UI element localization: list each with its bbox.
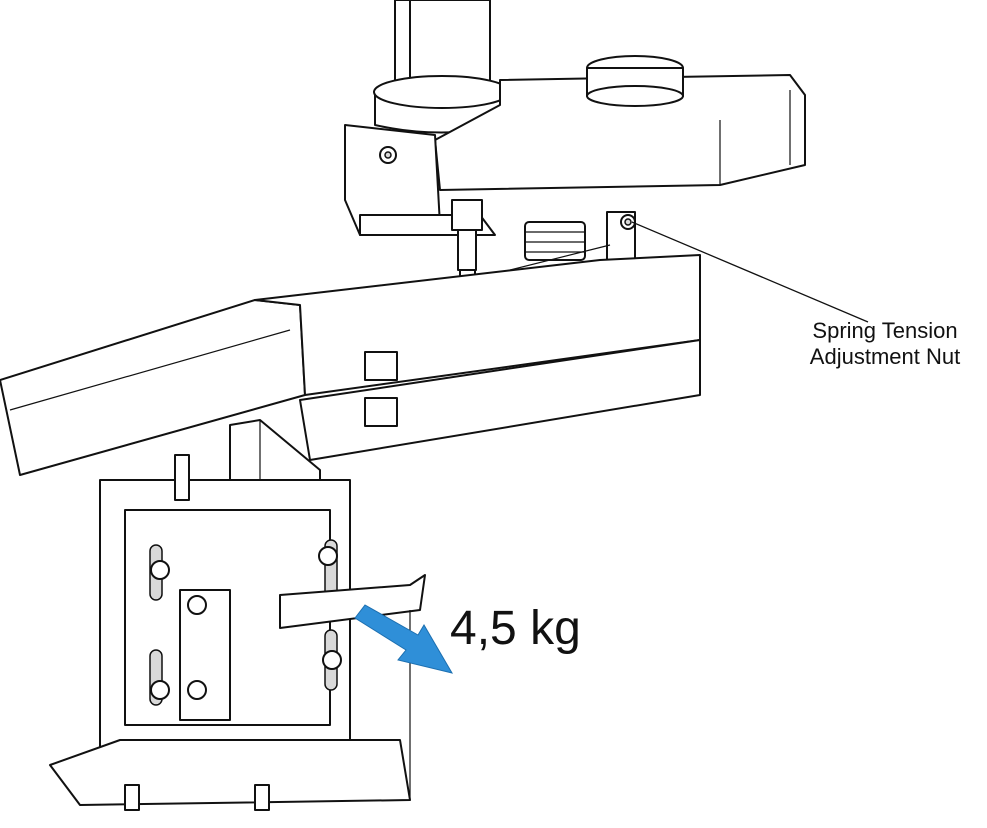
base-bracket bbox=[49, 454, 411, 811]
callout-line-1: Spring Tension bbox=[812, 318, 958, 343]
horizontal-arm bbox=[0, 254, 701, 476]
callout-leader-line bbox=[631, 221, 869, 323]
upper-head-housing bbox=[373, 55, 806, 191]
force-value-label: 4,5 kg bbox=[450, 602, 581, 655]
callout-line-2: Adjustment Nut bbox=[809, 344, 961, 370]
spring-tension-callout: Spring Tension Adjustment Nut bbox=[790, 318, 980, 371]
tension-spring bbox=[524, 221, 586, 261]
force-arrow-icon bbox=[354, 604, 454, 674]
